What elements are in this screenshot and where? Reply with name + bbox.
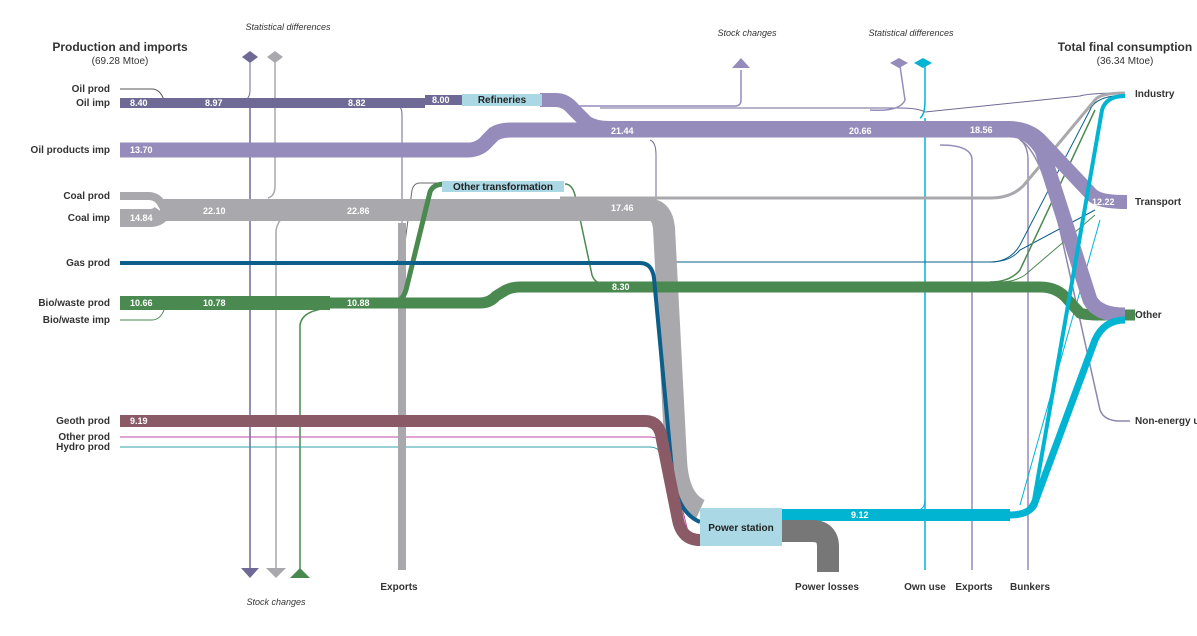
source-bio-waste-imp: Bio/waste imp [43, 315, 110, 326]
value-oil-2: 8.82 [348, 98, 366, 108]
power-station-node [700, 508, 782, 546]
consumer-non-energy: Non-energy use [1135, 416, 1197, 427]
value-oil-imp: 8.40 [130, 98, 148, 108]
stock-changes-green-marker [290, 568, 310, 578]
value-bio-2: 10.88 [347, 298, 370, 308]
value-coal-1: 22.10 [203, 206, 226, 216]
power-losses-label: Power losses [795, 582, 859, 593]
stat-diff-left-dark-marker [242, 51, 258, 63]
value-oil-1: 8.97 [205, 98, 223, 108]
source-coal-prod: Coal prod [63, 191, 110, 202]
coal-flow [120, 91, 1126, 570]
power-losses-flow [780, 520, 839, 572]
source-bio-waste-prod: Bio/waste prod [38, 298, 110, 309]
value-oil-products-3: 18.56 [970, 125, 993, 135]
source-labels: Oil prod Oil imp Oil products imp Coal p… [31, 84, 110, 453]
value-coal-imp: 14.84 [130, 213, 153, 223]
value-oil-3: 8.00 [432, 95, 450, 105]
stock-changes-dark-marker [241, 568, 259, 578]
exports-left-label: Exports [380, 582, 418, 593]
other-transformation-node [442, 181, 564, 192]
left-header-title: Production and imports [52, 40, 188, 54]
source-coal-imp: Coal imp [68, 213, 110, 224]
bunkers-label: Bunkers [1010, 582, 1050, 593]
source-oil-imp: Oil imp [76, 98, 110, 109]
source-geoth-prod: Geoth prod [56, 416, 110, 427]
value-transport: 12.22 [1092, 197, 1115, 207]
right-header-subtitle: (36.34 Mtoe) [1097, 56, 1154, 67]
source-oil-products-imp: Oil products imp [31, 145, 110, 156]
geoth-flow [120, 415, 701, 546]
value-electricity: 9.12 [851, 510, 869, 520]
value-coal-2: 22.86 [347, 206, 370, 216]
own-use-label: Own use [904, 582, 946, 593]
bottom-arrows [241, 568, 310, 578]
consumer-industry: Industry [1135, 89, 1175, 100]
value-geoth: 9.19 [130, 416, 148, 426]
source-oil-prod: Oil prod [72, 84, 110, 95]
stat-diff-left-grey-marker [267, 51, 283, 63]
stock-changes-top-marker [732, 58, 750, 68]
stat-diff-right-label: Statistical differences [868, 28, 954, 38]
refineries-node [462, 94, 542, 106]
source-hydro-prod: Hydro prod [56, 442, 110, 453]
value-oil-products-1: 21.44 [611, 126, 634, 136]
value-oil-products-2: 20.66 [849, 126, 872, 136]
left-header-subtitle: (69.28 Mtoe) [92, 56, 149, 67]
value-oil-products-imp: 13.70 [130, 145, 153, 155]
power-station-label: Power station [708, 523, 774, 534]
value-bio-prod: 10.66 [130, 298, 153, 308]
stock-changes-bottom-label: Stock changes [246, 597, 306, 607]
gas-flow [120, 261, 701, 524]
value-coal-3: 17.46 [611, 203, 634, 213]
stat-diff-right-cyan-marker [914, 58, 932, 68]
top-arrows [242, 51, 932, 68]
bio-flow [120, 181, 1135, 321]
value-bio-1: 10.78 [203, 298, 226, 308]
source-gas-prod: Gas prod [66, 258, 110, 269]
electricity-flow [780, 94, 1126, 521]
exports-right-label: Exports [955, 582, 993, 593]
stat-diff-left-label: Statistical differences [245, 22, 331, 32]
consumer-other: Other [1135, 310, 1162, 321]
source-other-prod: Other prod [58, 432, 110, 443]
refineries-label: Refineries [478, 95, 527, 106]
flow-value-labels: 8.40 8.97 8.82 8.00 13.70 21.44 20.66 18… [130, 95, 1115, 520]
consumer-transport: Transport [1135, 197, 1182, 208]
right-header-title: Total final consumption [1058, 40, 1192, 54]
oil-products-flow [120, 93, 1127, 323]
oil-flow [120, 95, 462, 108]
stock-changes-grey-marker [266, 568, 286, 578]
stat-diff-right-purple-marker [890, 58, 908, 68]
other-transformation-label: Other transformation [453, 182, 553, 193]
value-bio-3: 8.30 [612, 282, 630, 292]
stock-changes-top-label: Stock changes [717, 28, 777, 38]
